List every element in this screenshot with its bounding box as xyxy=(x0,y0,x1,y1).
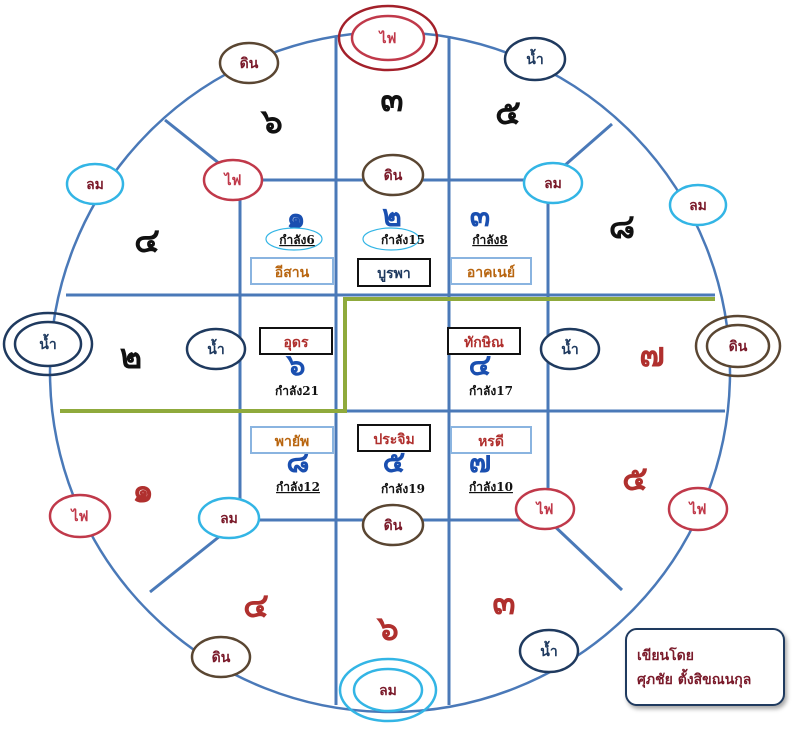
wind-oval xyxy=(65,162,125,206)
inner-number: ๓ xyxy=(470,199,491,234)
direction-label: อาคเนย์ xyxy=(467,264,515,281)
wind-oval-label: ลม xyxy=(544,176,562,192)
water-oval-label: น้ำ xyxy=(561,338,578,358)
earth-oval-label: ดิน xyxy=(384,168,403,184)
kamlang-label: กำลัง6 xyxy=(279,233,315,247)
wind-oval-label: ลม xyxy=(86,177,104,193)
kamlang-label: กำลัง10 xyxy=(469,480,513,494)
outer-number: ๖ xyxy=(259,102,283,142)
fire-oval xyxy=(667,486,729,532)
kamlang-label: กำลัง17 xyxy=(469,384,513,398)
water-oval xyxy=(518,628,580,674)
fire-oval xyxy=(514,487,576,531)
wind-oval-label: ลม xyxy=(220,511,238,527)
water-oval-label: น้ำ xyxy=(540,640,557,660)
outer-number: ๖ xyxy=(375,609,399,649)
water-oval xyxy=(503,36,567,82)
water-oval-outer-ring xyxy=(2,311,94,377)
water-oval-label: น้ำ xyxy=(207,338,224,358)
fire-oval-label: ไฟ xyxy=(535,500,554,518)
outer-number: ๔ xyxy=(134,221,160,261)
direction-box xyxy=(250,426,334,454)
earth-oval-outer-ring xyxy=(694,314,782,378)
outer-numbers: ๖ ๓ ๕ ๔ ๘ ๒ ๗ ๑ ๕ ๔ ๖ ๓ xyxy=(120,80,665,649)
diag-line-bottom-right xyxy=(546,518,624,592)
outer-number: ๕ xyxy=(495,93,521,133)
fire-oval-label: ไฟ xyxy=(223,171,242,189)
outer-number: ๘ xyxy=(609,207,635,247)
direction-box xyxy=(357,424,431,452)
outer-number: ๒ xyxy=(120,337,142,377)
kamlang-label: กำลัง21 xyxy=(275,384,319,398)
outer-number: ๑ xyxy=(132,471,154,511)
water-oval-label: น้ำ xyxy=(39,333,56,353)
kamlang-label: กำลัง15 xyxy=(381,233,425,247)
fire-oval-label: ไฟ xyxy=(688,500,707,518)
element-ovals: ไฟ ดิน น้ำ ลม ไฟ ดิน ลม ลม น้ำ น้ำ น้ำ xyxy=(2,4,782,723)
direction-label: อีสาน xyxy=(274,265,309,281)
water-oval xyxy=(185,327,247,371)
earth-oval xyxy=(190,635,252,679)
fire-oval-label: ไฟ xyxy=(378,29,397,47)
inner-number: ๔ xyxy=(469,348,492,383)
direction-label: บูรพา xyxy=(377,266,411,282)
direction-box xyxy=(357,258,431,287)
fire-oval xyxy=(48,493,112,539)
green-highlight-path xyxy=(60,297,715,413)
author-credit-heading: เขียนโดย xyxy=(637,648,694,664)
inner-number: ๑ xyxy=(286,201,305,236)
direction-box xyxy=(450,257,532,285)
outer-number: ๗ xyxy=(639,335,665,375)
wind-oval xyxy=(522,161,584,205)
outer-number: ๔ xyxy=(243,586,269,626)
earth-oval-label: ดิน xyxy=(384,518,403,534)
inner-number: ๖ xyxy=(285,348,305,383)
earth-oval xyxy=(218,41,280,85)
direction-label: ทักษิณ xyxy=(464,335,504,351)
earth-oval xyxy=(361,153,425,197)
water-oval-label: น้ำ xyxy=(526,48,543,68)
kamlang-label: กำลัง12 xyxy=(276,480,320,494)
wind-oval-label: ลม xyxy=(379,683,397,699)
earth-oval-label: ดิน xyxy=(212,650,231,666)
fire-oval-outer-ring xyxy=(337,4,439,72)
kamlang-labels: กำลัง6 กำลัง15 กำลัง8 กำลัง21 กำลัง17 กำ… xyxy=(265,227,513,496)
kamlang-highlight-oval xyxy=(265,227,323,251)
kamlang-label: กำลัง19 xyxy=(381,482,425,496)
earth-oval-label: ดิน xyxy=(729,339,748,355)
wind-oval-label: ลม xyxy=(689,198,707,214)
direction-box xyxy=(450,426,532,454)
fire-oval-label: ไฟ xyxy=(70,507,89,525)
author-credit-box: เขียนโดย ศุภชัย ตั้งสิขณนกุล xyxy=(625,628,785,706)
water-oval xyxy=(13,320,83,368)
wind-oval-outer-ring xyxy=(338,657,438,723)
outer-number: ๕ xyxy=(622,459,648,499)
fire-oval xyxy=(350,14,426,62)
fire-oval xyxy=(202,158,264,202)
water-oval xyxy=(539,327,601,371)
direction-label: อุดร xyxy=(283,335,309,351)
earth-oval xyxy=(705,323,771,369)
direction-box xyxy=(447,327,521,355)
kamlang-highlight-oval xyxy=(362,227,420,251)
direction-label: พายัพ xyxy=(275,434,310,450)
direction-box xyxy=(259,327,333,355)
earth-oval-label: ดิน xyxy=(240,56,259,72)
author-name: ศุภชัย ตั้งสิขณนกุล xyxy=(637,672,752,688)
direction-boxes: อีสาน บูรพา อาคเนย์ อุดร ทักษิณ พายัพ ปร… xyxy=(250,257,532,454)
wind-oval xyxy=(352,667,424,713)
inner-number: ๕ xyxy=(383,445,406,480)
kamlang-label: กำลัง8 xyxy=(472,233,508,247)
direction-label: หรดี xyxy=(478,434,504,450)
earth-oval xyxy=(361,503,425,547)
wind-oval xyxy=(197,496,261,540)
outer-number: ๓ xyxy=(380,80,403,120)
direction-label: ประจิม xyxy=(373,432,414,448)
outer-number: ๓ xyxy=(492,583,515,623)
direction-box xyxy=(250,257,334,285)
wind-oval xyxy=(668,183,728,227)
inner-number: ๒ xyxy=(382,199,402,234)
